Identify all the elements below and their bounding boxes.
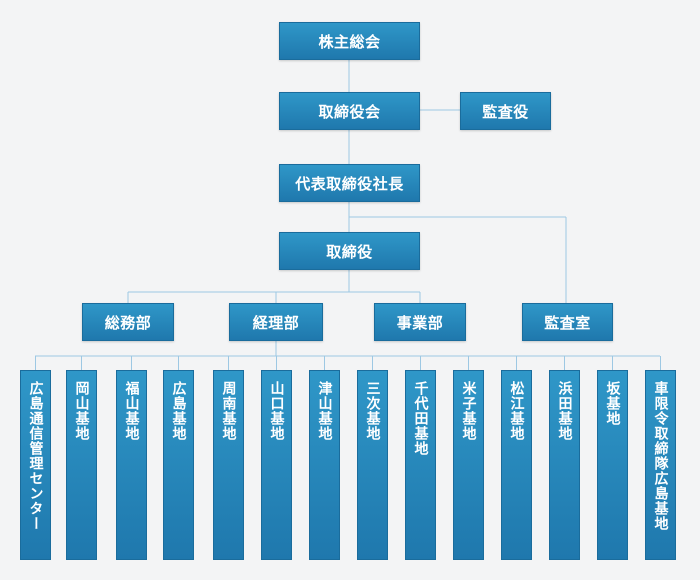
base-box-hiroshima-comm-center: 広島通信管理センター (20, 370, 51, 560)
president-box: 代表取締役社長 (279, 164, 420, 202)
base-label: 広島基地 (170, 381, 187, 441)
base-box-chiyoda: 千代田基地 (405, 370, 436, 560)
base-label: 津山基地 (316, 381, 333, 441)
audit-office-box: 監査室 (522, 303, 613, 341)
base-box-fukuyama: 福山基地 (116, 370, 147, 560)
base-label: 広島通信管理センター (27, 381, 44, 531)
auditor-box: 監査役 (460, 92, 551, 130)
shareholders-meeting-box: 株主総会 (279, 22, 420, 60)
base-label: 車限令取締隊広島基地 (652, 381, 669, 531)
directors-box: 取締役 (279, 232, 420, 270)
base-box-matsue: 松江基地 (501, 370, 532, 560)
base-label: 坂基地 (604, 381, 621, 426)
base-box-okayama: 岡山基地 (66, 370, 97, 560)
base-label: 周南基地 (220, 381, 237, 441)
base-box-vehicle-enforcement-hiroshima: 車限令取締隊広島基地 (645, 370, 676, 560)
accounting-dept-box: 経理部 (229, 303, 323, 341)
business-dept-box: 事業部 (374, 303, 466, 341)
base-box-saka: 坂基地 (597, 370, 628, 560)
base-box-miyoshi: 三次基地 (357, 370, 388, 560)
base-box-yamaguchi: 山口基地 (261, 370, 292, 560)
base-box-tsuyama: 津山基地 (309, 370, 340, 560)
base-box-yonago: 米子基地 (453, 370, 484, 560)
base-label: 千代田基地 (412, 381, 429, 456)
base-label: 福山基地 (123, 381, 140, 441)
base-label: 山口基地 (268, 381, 285, 441)
base-box-hiroshima: 広島基地 (163, 370, 194, 560)
base-label: 松江基地 (508, 381, 525, 441)
base-label: 三次基地 (364, 381, 381, 441)
base-label: 浜田基地 (556, 381, 573, 441)
general-affairs-dept-box: 総務部 (82, 303, 174, 341)
board-of-directors-box: 取締役会 (279, 92, 420, 130)
base-box-hamada: 浜田基地 (549, 370, 580, 560)
base-label: 米子基地 (460, 381, 477, 441)
base-label: 岡山基地 (73, 381, 90, 441)
base-box-shunan: 周南基地 (213, 370, 244, 560)
